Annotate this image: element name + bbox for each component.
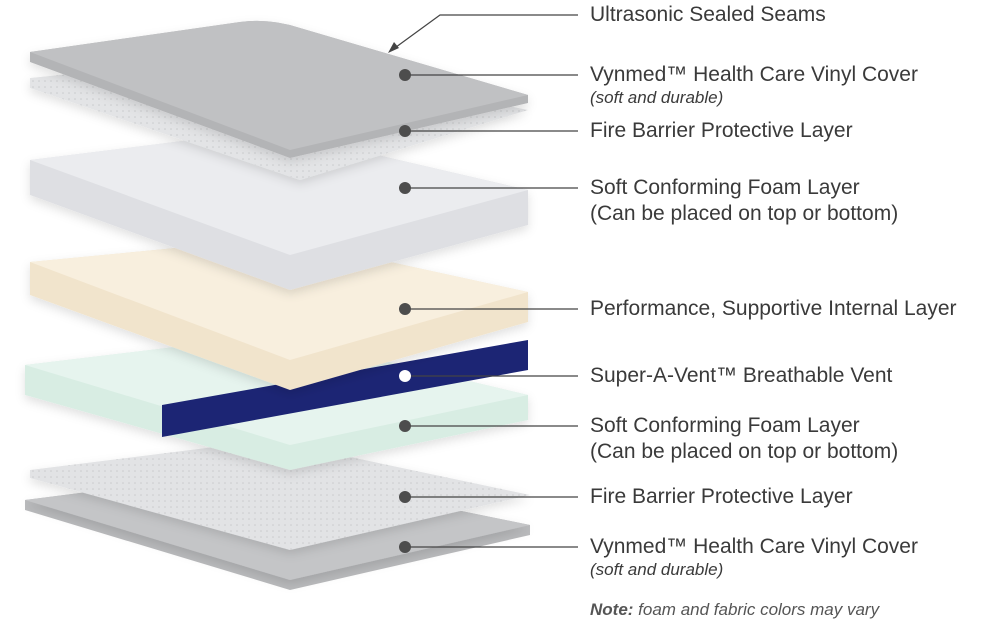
breathable-vent-layer <box>162 340 528 437</box>
label-vinyl-bottom: Vynmed™ Health Care Vinyl Cover (soft an… <box>590 534 918 580</box>
label-fire-bottom: Fire Barrier Protective Layer <box>590 484 853 510</box>
label-fire-top: Fire Barrier Protective Layer <box>590 118 853 144</box>
dot-fire-top <box>399 125 411 137</box>
dot-foam-bottom <box>399 420 411 432</box>
dot-vinyl-top <box>399 69 411 81</box>
label-fire-bottom-text: Fire Barrier Protective Layer <box>590 485 853 508</box>
note-text: foam and fabric colors may vary <box>633 600 880 619</box>
note-bold: Note: <box>590 600 634 619</box>
color-note: Note: foam and fabric colors may vary <box>590 600 879 620</box>
callout-dots <box>399 69 411 553</box>
callout-leaders <box>391 14 578 548</box>
performance-layer <box>30 238 528 390</box>
label-foam-bottom-line2: (Can be placed on top or bottom) <box>590 440 899 463</box>
label-performance-text: Performance, Supportive Internal Layer <box>590 297 957 320</box>
fire-barrier-bottom-layer <box>30 440 530 550</box>
leader-seams <box>391 14 578 51</box>
label-vinyl-top-sub: (soft and durable) <box>590 88 724 107</box>
dot-foam-top <box>399 182 411 194</box>
label-seams-text: Ultrasonic Sealed Seams <box>590 3 826 26</box>
label-foam-bottom: Soft Conforming Foam Layer (Can be place… <box>590 413 898 465</box>
label-foam-top-line2: (Can be placed on top or bottom) <box>590 202 899 225</box>
label-seams: Ultrasonic Sealed Seams <box>590 2 826 28</box>
vinyl-cover-top-layer <box>30 20 528 158</box>
label-vent-text: Super-A-Vent™ Breathable Vent <box>590 364 893 387</box>
label-vinyl-top: Vynmed™ Health Care Vinyl Cover (soft an… <box>590 62 918 108</box>
label-performance: Performance, Supportive Internal Layer <box>590 296 957 322</box>
label-vinyl-bottom-sub: (soft and durable) <box>590 560 724 579</box>
dot-vinyl-bottom <box>399 541 411 553</box>
label-vent: Super-A-Vent™ Breathable Vent <box>590 363 892 389</box>
soft-foam-top-layer <box>30 130 528 290</box>
label-vinyl-top-text: Vynmed™ Health Care Vinyl Cover <box>590 63 918 86</box>
label-foam-top: Soft Conforming Foam Layer (Can be place… <box>590 175 898 227</box>
seams-arrowhead <box>388 42 399 53</box>
dot-performance <box>399 303 411 315</box>
label-foam-bottom-text: Soft Conforming Foam Layer <box>590 414 860 437</box>
label-foam-top-text: Soft Conforming Foam Layer <box>590 176 860 199</box>
dot-vent <box>399 370 411 382</box>
label-vinyl-bottom-text: Vynmed™ Health Care Vinyl Cover <box>590 535 918 558</box>
label-fire-top-text: Fire Barrier Protective Layer <box>590 119 853 142</box>
dot-fire-bottom <box>399 491 411 503</box>
